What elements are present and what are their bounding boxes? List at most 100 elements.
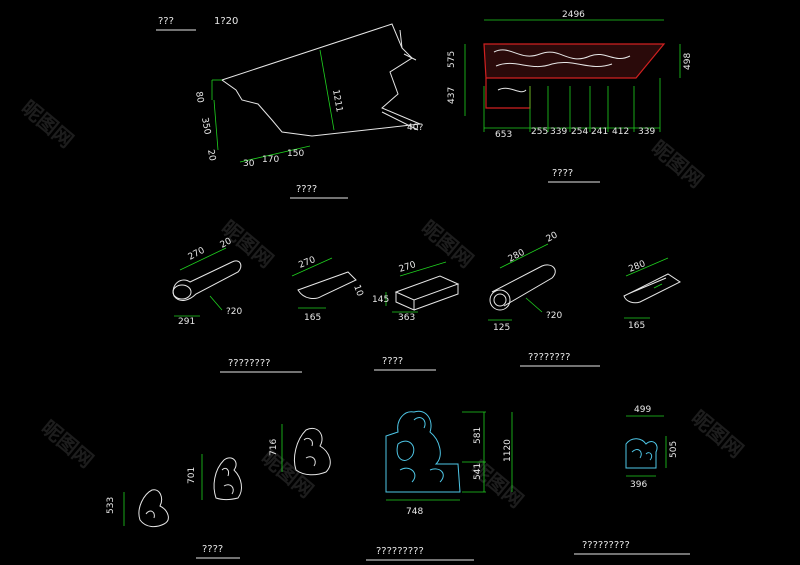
tile-drawing: 270 10 165	[291, 255, 365, 323]
dimension-label: 254	[571, 127, 588, 137]
ornament-outline	[625, 438, 658, 469]
ridge-beast-figures: 533 701 716 ????	[106, 424, 331, 559]
dimension-label: 255	[531, 127, 548, 137]
dimension-label: 581	[473, 427, 483, 444]
watermark-text: 昵图网	[417, 215, 478, 272]
ornament-carving	[396, 417, 444, 483]
dimension-line	[239, 145, 311, 163]
tile-drawing: 280 165	[623, 257, 681, 331]
dimension-label: 541	[473, 463, 483, 480]
dimension-label: 291	[178, 317, 195, 327]
dimension-label: 350	[199, 117, 212, 136]
dimension-label: 241	[591, 127, 608, 137]
dimension-line	[625, 257, 669, 277]
dimension-label: 499	[634, 405, 651, 415]
dimension-label: 170	[262, 155, 279, 165]
watermark-text: 昵图网	[687, 405, 748, 462]
caption: ????????	[528, 352, 570, 363]
watermark-text: 昵图网	[37, 415, 98, 472]
dimension-label: 498	[683, 53, 693, 70]
caption: ????????	[228, 358, 270, 369]
tile-outline	[394, 275, 460, 311]
scale-note: 1?20	[214, 16, 238, 27]
dimension-label: 270	[187, 246, 207, 263]
dimension-label: 20	[545, 230, 560, 244]
dimension-label: 701	[187, 467, 197, 484]
tile-end-inner	[493, 293, 507, 307]
dimension-label: 1120	[503, 439, 513, 462]
tile-row: 270 20 291 ?20 270 10 165 270 145 363	[172, 230, 681, 373]
dimension-label: 1211	[330, 89, 344, 113]
beam-drawing: 2496 575 437 498 653 255 339 254 241 412…	[447, 10, 693, 183]
large-ornament: 581 1120 541 748 ?????????	[366, 410, 513, 561]
watermark-text: 昵图网	[647, 135, 708, 192]
beast-figure	[213, 457, 242, 500]
tile-outline	[297, 271, 357, 299]
tile-end	[172, 284, 192, 300]
tile-outline	[491, 264, 556, 307]
dimension-label: 280	[507, 248, 527, 265]
dimension-label: 396	[630, 480, 647, 490]
dimension-label: 505	[669, 441, 679, 458]
dimension-label: 20	[205, 149, 217, 162]
dimension-label: 2496	[562, 10, 585, 20]
caption: ?????????	[376, 546, 424, 557]
dimension-line	[291, 257, 333, 277]
ornament-outline	[385, 410, 461, 493]
dimension-label: 533	[106, 497, 116, 514]
caption: ????	[382, 356, 403, 367]
profile-drawing: ??? 1?20 1211 80 350 20 30 170 150 40? ?…	[156, 16, 423, 199]
dimension-label: ?20	[546, 311, 563, 321]
dimension-label: 30	[243, 159, 255, 169]
caption: ????	[296, 184, 317, 195]
beast-detail	[303, 437, 316, 467]
dimension-chain	[483, 78, 661, 132]
caption: ????	[552, 168, 573, 179]
leader-line	[209, 295, 223, 311]
section-title: ???	[158, 16, 174, 27]
watermark-text: 昵图网	[257, 445, 318, 502]
dimension-label: ?20	[226, 307, 243, 317]
break-line	[399, 29, 417, 61]
dimension-label: 748	[406, 507, 423, 517]
dimension-label: 165	[304, 313, 321, 323]
angle-label: 40?	[407, 123, 423, 133]
dimension-label: 125	[493, 323, 510, 333]
tile-outline	[172, 260, 242, 301]
dimension-label: 716	[269, 439, 279, 456]
dimension-label: 150	[287, 149, 304, 159]
watermark-text: 昵图网	[17, 95, 78, 152]
dimension-line	[499, 243, 549, 269]
tile-end	[489, 289, 511, 311]
beam-body	[483, 43, 666, 79]
dimension-label: 270	[398, 260, 418, 275]
tile-drawing: 270 145 363	[372, 260, 460, 323]
tile-accent	[653, 283, 663, 289]
dimension-label: 10	[351, 284, 364, 298]
leader-line	[381, 111, 419, 131]
caption: ????	[202, 544, 223, 555]
dimension-label: 339	[638, 127, 655, 137]
dimension-label: 270	[297, 255, 317, 271]
beast-figure	[138, 489, 169, 528]
dimension-label: 280	[627, 259, 647, 275]
bracket	[485, 78, 531, 109]
beast-detail	[145, 510, 155, 519]
dimension-line	[213, 99, 219, 151]
profile-outline	[220, 23, 422, 137]
bracket-carving	[497, 87, 527, 93]
dimension-label: 653	[495, 130, 512, 140]
dimension-label: 20	[219, 236, 234, 250]
dimension-label: 339	[550, 127, 567, 137]
beast-detail	[221, 467, 234, 495]
caption: ?????????	[582, 540, 630, 551]
tile-drawing: 280 20 125 ?20	[488, 230, 563, 333]
dimension-label: 145	[372, 295, 389, 305]
tile-outline	[623, 273, 681, 304]
ornament-carving	[631, 449, 653, 461]
dimension-label: 437	[447, 87, 457, 104]
dimension-label: 165	[628, 321, 645, 331]
ornament-row: 533 701 716 ???? 581 1120 541 748	[106, 405, 690, 561]
beast-figure	[293, 428, 331, 476]
